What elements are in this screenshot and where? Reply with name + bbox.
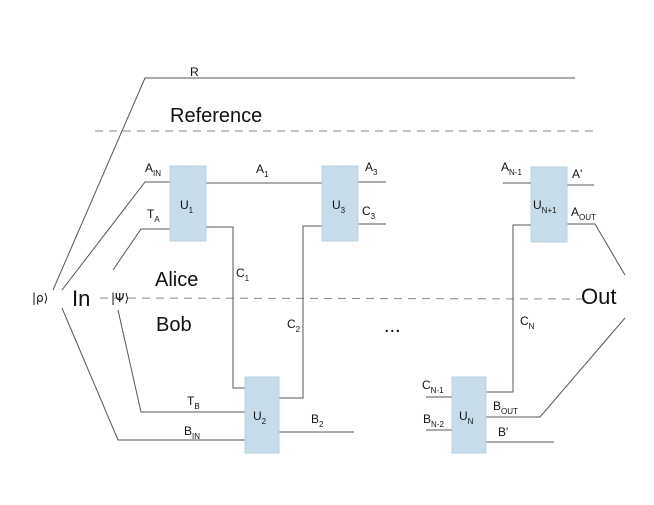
- region-reference: Reference: [170, 105, 262, 127]
- region-bob: Bob: [156, 314, 192, 336]
- wire-t-a: [112, 228, 170, 271]
- svg-text:U2: U2: [253, 409, 267, 426]
- gate-un1: UN+1: [530, 166, 568, 243]
- label-a-in: AIN: [145, 161, 161, 178]
- state-rho: |ρ⟩: [32, 291, 48, 305]
- wire-r: [52, 77, 575, 291]
- ellipsis: ...: [384, 315, 401, 337]
- label-c1: C1: [236, 266, 250, 283]
- svg-text:UN+1: UN+1: [533, 198, 557, 215]
- wire-t-b: [117, 309, 245, 413]
- wire-b-out: [486, 317, 626, 418]
- gate-un: UN: [451, 376, 487, 454]
- label-a-out: AOUT: [571, 205, 596, 222]
- wire-a-out: [567, 223, 626, 276]
- gate-u3: U3: [321, 165, 359, 242]
- region-alice: Alice: [155, 269, 198, 291]
- alice-bob-boundary: [99, 297, 591, 300]
- wire-c1: [206, 226, 245, 389]
- label-a1: A1: [256, 162, 269, 179]
- wire-a-in: [61, 181, 170, 291]
- label-t-a: TA: [147, 207, 160, 224]
- label-b2: B2: [311, 412, 324, 429]
- label-b-prime: B': [498, 425, 508, 439]
- label-r: R: [190, 65, 199, 79]
- svg-text:U1: U1: [180, 198, 194, 215]
- label-a3: A3: [365, 160, 378, 177]
- svg-text:U3: U3: [332, 198, 346, 215]
- label-in: In: [72, 286, 90, 311]
- label-c-nm1: CN-1: [422, 378, 444, 395]
- label-a-prime: A': [572, 167, 582, 181]
- svg-text:UN: UN: [459, 409, 474, 426]
- label-c2: C2: [287, 317, 301, 334]
- wire-c-n: [486, 224, 531, 393]
- gate-u2: U2: [244, 376, 280, 454]
- label-c3: C3: [362, 204, 376, 221]
- gate-u1: U1: [169, 165, 207, 242]
- label-b-out: BOUT: [493, 399, 518, 416]
- label-c-n: CN: [520, 314, 535, 331]
- state-psi: |Ψ⟩: [111, 291, 129, 305]
- wire-c2: [279, 225, 322, 399]
- label-out: Out: [581, 284, 616, 309]
- wire-b-in: [61, 307, 245, 441]
- label-b-in: BIN: [184, 424, 200, 441]
- label-t-b: TB: [187, 394, 200, 411]
- label-b-nm2: BN-2: [423, 412, 444, 429]
- label-a-n1: AN-1: [501, 160, 522, 177]
